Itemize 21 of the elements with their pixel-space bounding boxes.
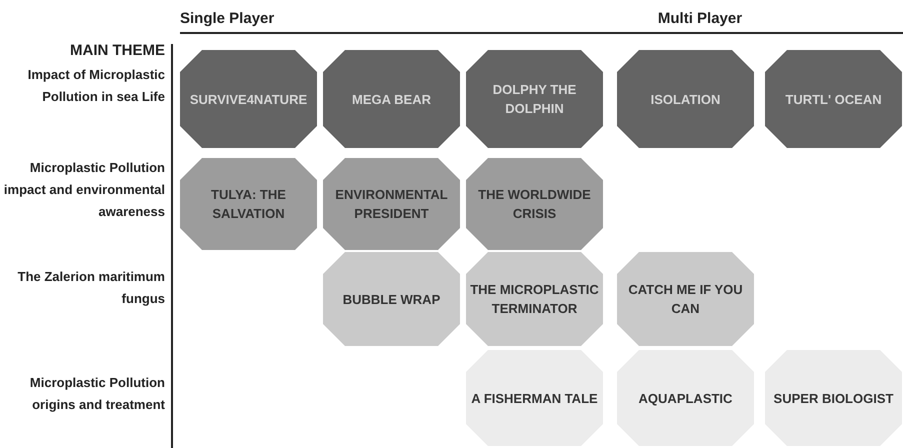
game-tile: SURVIVE4NATURE xyxy=(180,50,317,148)
game-tile: A FISHERMAN TALE xyxy=(466,350,603,446)
game-tile: CATCH ME IF YOU CAN xyxy=(617,252,754,346)
game-tile: AQUAPLASTIC xyxy=(617,350,754,446)
axis-title: MAIN THEME xyxy=(69,41,165,61)
game-tile: MEGA BEAR xyxy=(323,50,460,148)
game-tile: ENVIRONMENTAL PRESIDENT xyxy=(323,158,460,250)
game-tile: ISOLATION xyxy=(617,50,754,148)
row-label: Microplastic Pollution origins and treatment xyxy=(28,374,165,414)
game-tile: SUPER BIOLOGIST xyxy=(765,350,902,446)
game-tile: BUBBLE WRAP xyxy=(323,252,460,346)
game-tile: DOLPHY THE DOLPHIN xyxy=(466,50,603,148)
game-tile: TURTL' OCEAN xyxy=(765,50,902,148)
column-header: Single Player xyxy=(180,9,276,29)
row-label: The Zalerion maritimum fungus xyxy=(16,268,165,308)
game-tile: THE MICROPLASTIC TERMINATOR xyxy=(466,252,603,346)
column-header: Multi Player xyxy=(656,9,744,29)
row-label: Impact of Microplastic Pollution in sea Life xyxy=(26,66,165,106)
game-tile: THE WORLDWIDE CRISIS xyxy=(466,158,603,250)
game-tile: TULYA: THE SALVATION xyxy=(180,158,317,250)
row-label: Microplastic Pollution impact and environmental awareness xyxy=(2,159,165,221)
